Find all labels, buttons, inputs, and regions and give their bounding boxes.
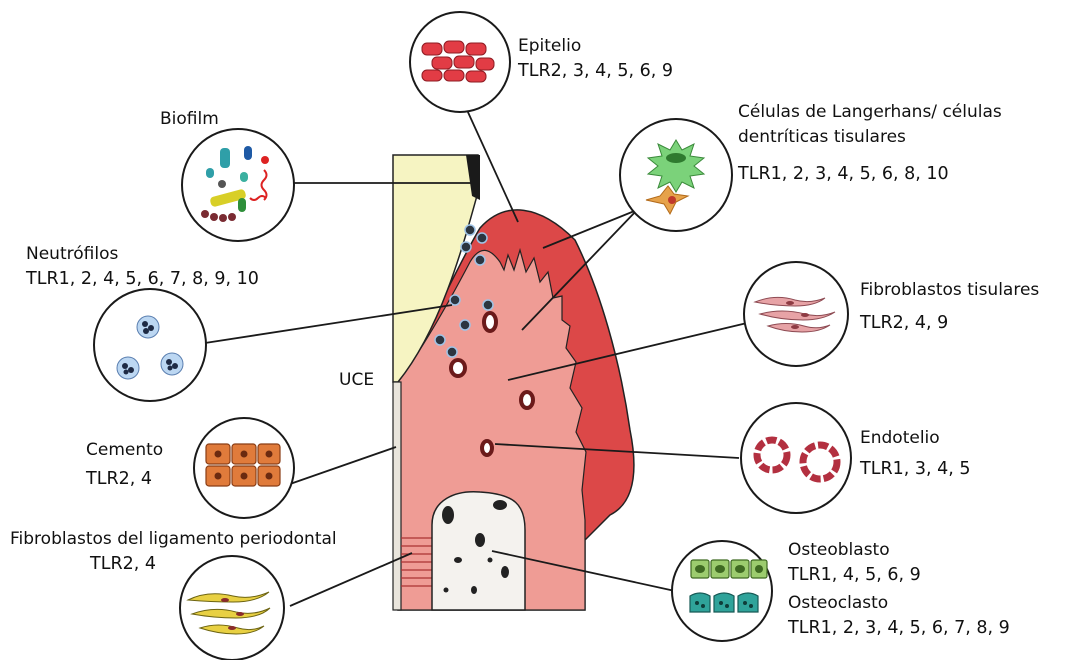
neutrofilos-inset: [94, 289, 206, 401]
uce-title: UCE: [339, 368, 374, 393]
fibroblastos-tisulares-title: Fibroblastos tisulares: [860, 278, 1039, 303]
label-endotelio: Endotelio TLR1, 3, 4, 5: [860, 426, 971, 482]
langerhans-title-line1: Células de Langerhans/ células: [738, 100, 1002, 125]
cemento-tlr: TLR2, 4: [86, 467, 163, 492]
endotelio-inset: [741, 403, 851, 513]
ligamento-tlr: TLR2, 4: [10, 552, 337, 577]
label-epitelio: Epitelio TLR2, 3, 4, 5, 6, 9: [518, 34, 673, 84]
neutrofilos-title: Neutrófilos: [26, 242, 259, 267]
biofilm-title: Biofilm: [160, 107, 219, 132]
periodontal-tissue: [393, 155, 634, 610]
cemento-inset: [194, 418, 294, 518]
osteoclasto-tlr: TLR1, 2, 3, 4, 5, 6, 7, 8, 9: [788, 616, 1010, 641]
endotelio-tlr: TLR1, 3, 4, 5: [860, 457, 971, 482]
langerhans-title-line2: dentríticas tisulares: [738, 125, 1002, 150]
hueso-inset: [672, 541, 772, 641]
epitelio-title: Epitelio: [518, 34, 673, 59]
epitelio-inset: [410, 12, 510, 112]
ligamento-title: Fibroblastos del ligamento periodontal: [10, 527, 337, 552]
label-fibroblastos-tisulares: Fibroblastos tisulares TLR2, 4, 9: [860, 278, 1039, 336]
label-osteoclasto: Osteoclasto TLR1, 2, 3, 4, 5, 6, 7, 8, 9: [788, 591, 1010, 641]
langerhans-tlr: TLR1, 2, 3, 4, 5, 6, 8, 10: [738, 162, 1002, 187]
label-ligamento: Fibroblastos del ligamento periodontal T…: [10, 527, 337, 577]
label-uce: UCE: [339, 368, 374, 393]
osteoblasto-tlr: TLR1, 4, 5, 6, 9: [788, 563, 921, 588]
biofilm-inset: [182, 129, 294, 241]
tooth-root: [393, 382, 401, 610]
epitelio-tlr: TLR2, 3, 4, 5, 6, 9: [518, 59, 673, 84]
fibroblastos-tisulares-inset: [744, 262, 848, 366]
osteoclasto-title: Osteoclasto: [788, 591, 1010, 616]
label-cemento: Cemento TLR2, 4: [86, 438, 163, 492]
label-osteoblasto: Osteoblasto TLR1, 4, 5, 6, 9: [788, 538, 921, 588]
endotelio-title: Endotelio: [860, 426, 971, 451]
label-langerhans: Células de Langerhans/ células dentrític…: [738, 100, 1002, 187]
label-neutrofilos: Neutrófilos TLR1, 2, 4, 5, 6, 7, 8, 9, 1…: [26, 242, 259, 292]
label-biofilm: Biofilm: [160, 107, 219, 132]
osteoblasto-title: Osteoblasto: [788, 538, 921, 563]
langerhans-inset: [620, 119, 732, 231]
fibroblastos-tisulares-tlr: TLR2, 4, 9: [860, 311, 1039, 336]
neutrofilos-tlr: TLR1, 2, 4, 5, 6, 7, 8, 9, 10: [26, 267, 259, 292]
cemento-title: Cemento: [86, 438, 163, 463]
